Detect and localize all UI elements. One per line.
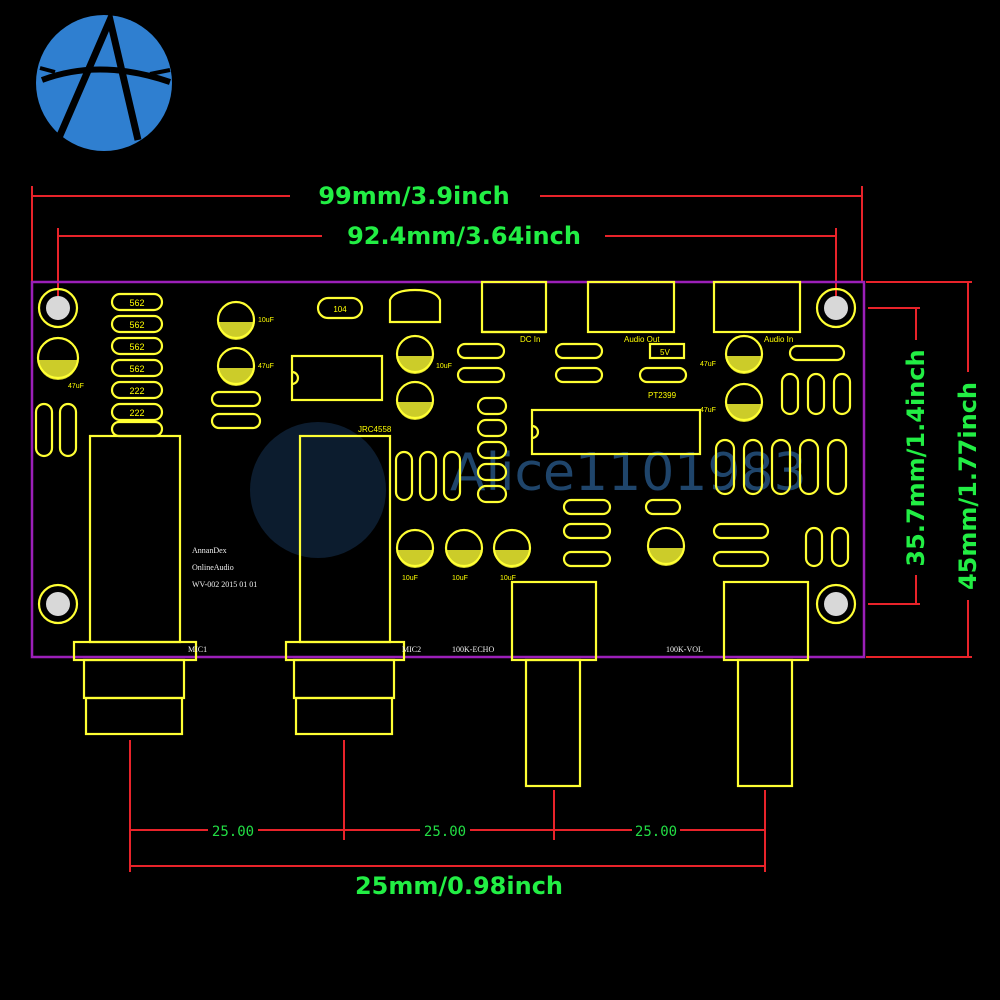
connector-dc-in: DC In bbox=[480, 280, 548, 344]
regulator bbox=[388, 288, 442, 324]
echo-label: 100K-ECHO bbox=[452, 645, 494, 654]
dim-knob-pitch-3: 25.00 bbox=[635, 824, 677, 840]
connector-audio-in: Audio In bbox=[712, 280, 802, 344]
ic-label: JRC4558 bbox=[358, 425, 392, 434]
capacitor-column: 10uF 47uF bbox=[210, 300, 274, 430]
dim-hole-spacing-y: 35.7mm/1.4inch bbox=[902, 349, 930, 566]
dim-hole-spacing-x: 92.4mm/3.64inch bbox=[347, 222, 581, 250]
c104-label: 104 bbox=[333, 305, 347, 314]
resistor-label: 562 bbox=[129, 320, 144, 330]
volume-potentiometer: 100K-VOL bbox=[666, 580, 810, 788]
dim-knob-pitch-1: 25.00 bbox=[212, 824, 254, 840]
resistor-row-mid: 5V PT2399 bbox=[456, 342, 846, 400]
resistor-bank-right bbox=[714, 438, 848, 496]
dimension-lines bbox=[31, 186, 972, 872]
resistor-label: 562 bbox=[129, 342, 144, 352]
dc-in-label: DC In bbox=[520, 335, 540, 344]
capacitor-group-right: 47uF 47uF bbox=[700, 334, 852, 422]
brand-label: AnnanDex bbox=[192, 546, 227, 555]
mic1-jack: MIC1 bbox=[72, 434, 207, 736]
mic2-label: MIC2 bbox=[402, 645, 421, 654]
dim-knob-pitch-total: 25mm/0.98inch bbox=[355, 872, 563, 900]
mic2-jack: MIC2 bbox=[284, 434, 421, 736]
dim-knob-pitch-2: 25.00 bbox=[424, 824, 466, 840]
resistor-label: 222 bbox=[129, 408, 144, 418]
cap-label: 47uF bbox=[68, 383, 84, 390]
pt2399-label: PT2399 bbox=[648, 391, 677, 400]
ic-jrc4558: JRC4558 bbox=[290, 354, 392, 434]
mic1-label: MIC1 bbox=[188, 645, 207, 654]
cap-label: 10uF bbox=[500, 575, 516, 582]
resistor-label: 562 bbox=[129, 364, 144, 374]
cap-label: 10uF bbox=[258, 317, 274, 324]
cap-label: 47uF bbox=[700, 407, 716, 414]
dim-overall-width: 99mm/3.9inch bbox=[318, 182, 509, 210]
capacitor-104-top: 104 bbox=[316, 296, 364, 320]
audio-in-label: Audio In bbox=[764, 335, 793, 344]
capacitor-104-column bbox=[476, 396, 508, 504]
cap-label: 10uF bbox=[402, 575, 418, 582]
resistor-label: 562 bbox=[129, 298, 144, 308]
dim-overall-height: 45mm/1.77inch bbox=[954, 382, 982, 590]
cap-label: 47uF bbox=[700, 361, 716, 368]
brand-logo bbox=[36, 8, 172, 151]
resistor-column-left: 562 562 562 562 222 222 bbox=[110, 292, 164, 438]
echo-potentiometer: 100K-ECHO bbox=[452, 580, 598, 788]
resistor-label: 222 bbox=[129, 386, 144, 396]
capacitor-left: 47uF bbox=[34, 336, 84, 458]
resistor-group-left-mid bbox=[394, 450, 462, 502]
brand-label: WV-002 2015 01 01 bbox=[192, 580, 257, 589]
capacitor-group-mid: 10uF bbox=[395, 334, 452, 420]
cap-label: 10uF bbox=[436, 363, 452, 370]
board-brand-text: AnnanDex OnlineAudio WV-002 2015 01 01 bbox=[192, 546, 257, 589]
connector-audio-out: Audio Out bbox=[586, 280, 676, 344]
cap-label: 47uF bbox=[258, 363, 274, 370]
vol-label: 100K-VOL bbox=[666, 645, 703, 654]
audio-out-label: Audio Out bbox=[624, 335, 660, 344]
ic-pt2399 bbox=[530, 408, 702, 456]
mounting-holes bbox=[37, 287, 857, 625]
board-outline bbox=[30, 280, 866, 659]
brand-label: OnlineAudio bbox=[192, 563, 234, 572]
capacitor-row-bottom: 10uF 10uF 10uF bbox=[395, 498, 850, 582]
cap-label: 10uF bbox=[452, 575, 468, 582]
jumper-label: 5V bbox=[660, 348, 670, 357]
